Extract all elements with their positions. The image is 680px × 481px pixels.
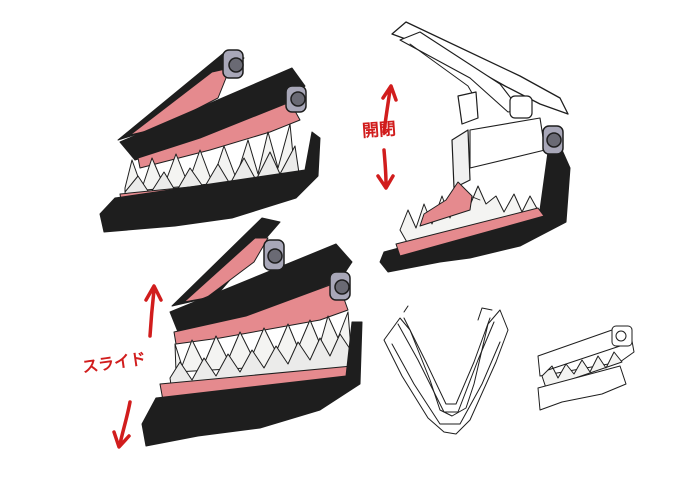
- open-close-indicator: 開閉: [361, 84, 398, 190]
- arrow-down-icon: [112, 400, 132, 449]
- slide-label: スライド: [81, 349, 147, 377]
- open-jaw-hinged: [379, 21, 571, 273]
- slide-mouth-jaw: [141, 217, 363, 447]
- closed-mouth-jaw: [99, 49, 321, 233]
- arrow-up-icon: [144, 284, 163, 338]
- front-view-jaw: [383, 305, 509, 435]
- arrow-down-icon: [376, 148, 395, 190]
- arrow-up-icon: [381, 84, 398, 134]
- open-close-label: 開閉: [361, 119, 396, 141]
- small-jaw-thumbnail: [537, 325, 635, 411]
